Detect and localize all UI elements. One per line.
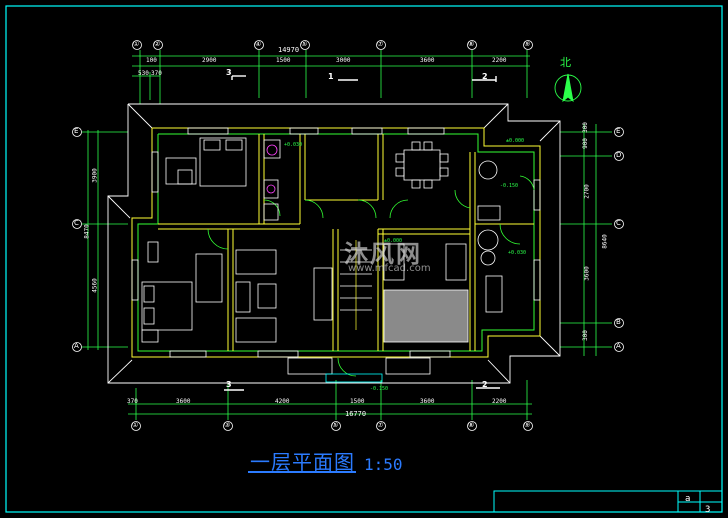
title-underline bbox=[248, 471, 356, 473]
eave-outline bbox=[107, 103, 561, 384]
axis-bottom-3: ⑦ bbox=[377, 421, 384, 429]
bed bbox=[199, 137, 247, 187]
drawing-scale: 1:50 bbox=[364, 455, 403, 474]
top-axis-bubbles bbox=[132, 40, 533, 50]
dim-left-seg-1: 4560 bbox=[91, 278, 99, 293]
watermark-url: www.mfcad.com bbox=[348, 263, 431, 274]
axis-right-4: A bbox=[616, 342, 621, 350]
axis-bottom-1: ③ bbox=[224, 421, 231, 429]
dim-top-seg-5: 2200 bbox=[492, 57, 507, 64]
axis-left-0: E bbox=[74, 127, 79, 135]
left-axis-bubbles bbox=[72, 127, 82, 352]
dim-bottom-seg-3: 1500 bbox=[350, 398, 365, 405]
axis-right-3: B bbox=[616, 318, 621, 326]
title-block-letter: a bbox=[685, 494, 691, 504]
left-dimension-chain bbox=[82, 130, 128, 350]
dim-top-small-0: 530 bbox=[138, 70, 149, 77]
axis-bottom-2: ⑤ bbox=[332, 421, 339, 429]
section-mark-3: 3 bbox=[226, 380, 232, 389]
north-label: 北 bbox=[560, 56, 571, 69]
section-mark-2: 2 bbox=[482, 72, 488, 81]
drawing-title: 一层平面图 bbox=[250, 450, 355, 474]
door-swings bbox=[207, 175, 535, 377]
interior-walls bbox=[158, 134, 534, 351]
level-2: ±0.000 bbox=[384, 238, 403, 244]
level-0: +0.030 bbox=[284, 142, 303, 148]
dining-table bbox=[403, 149, 441, 181]
dim-bottom-seg-2: 4200 bbox=[275, 398, 290, 405]
section-mark-4: 2 bbox=[482, 380, 488, 389]
dim-right-seg-1: 900 bbox=[581, 138, 589, 149]
dim-top-seg-2: 1500 bbox=[276, 57, 291, 64]
dim-right-total: 8640 bbox=[601, 234, 609, 249]
axis-left-2: A bbox=[74, 342, 79, 350]
axis-top-6: ⑨ bbox=[524, 40, 531, 48]
level-4: +0.030 bbox=[508, 250, 527, 256]
dim-top-small-1: 370 bbox=[151, 70, 162, 77]
axis-top-1: ② bbox=[154, 40, 161, 48]
dim-left-seg-0: 3900 bbox=[91, 168, 99, 183]
dim-bottom-seg-1: 3600 bbox=[176, 398, 191, 405]
section-mark-1: 1 bbox=[328, 72, 334, 81]
dim-top-total: 14970 bbox=[278, 46, 300, 54]
dim-top-seg-3: 3000 bbox=[336, 57, 351, 64]
stair bbox=[340, 240, 372, 330]
title-block-number: 3 bbox=[705, 505, 711, 515]
right-dimension-chain bbox=[560, 124, 612, 356]
dim-top-seg-1: 2900 bbox=[202, 57, 217, 64]
dim-right-seg-2: 2700 bbox=[583, 184, 591, 199]
dim-bottom-seg-5: 2200 bbox=[492, 398, 507, 405]
drawing-border bbox=[5, 5, 723, 513]
axis-top-4: ⑦ bbox=[377, 40, 384, 48]
dim-bottom-seg-4: 3600 bbox=[420, 398, 435, 405]
axis-right-2: C bbox=[616, 219, 621, 227]
axis-top-2: ④ bbox=[255, 40, 262, 48]
axis-bottom-0: ① bbox=[132, 421, 139, 429]
dim-top-seg-4: 3600 bbox=[420, 57, 435, 64]
level-5: ±0.000 bbox=[506, 138, 525, 144]
axis-top-0: ① bbox=[133, 40, 140, 48]
dim-right-seg-4: 300 bbox=[581, 330, 589, 341]
dim-right-seg-3: 3600 bbox=[583, 266, 591, 281]
entry-steps bbox=[287, 357, 431, 383]
section-mark-0: 3 bbox=[226, 68, 232, 77]
axis-bottom-5: ⑨ bbox=[524, 421, 531, 429]
dim-left-total: 8470 bbox=[83, 224, 91, 239]
watermark-text: 沐风网 bbox=[344, 240, 422, 268]
dim-right-seg-0: 300 bbox=[581, 122, 589, 133]
axis-right-1: D bbox=[616, 151, 622, 159]
top-dimension-chain bbox=[132, 50, 530, 104]
dim-top-seg-0: 100 bbox=[146, 57, 157, 64]
level-3: -0.150 bbox=[370, 386, 389, 392]
title-block bbox=[493, 490, 723, 513]
windows bbox=[131, 127, 541, 358]
bottom-axis-bubbles bbox=[131, 421, 533, 431]
section-marks bbox=[224, 75, 500, 391]
axis-right-0: E bbox=[616, 127, 621, 135]
dim-bottom-total: 16770 bbox=[345, 410, 367, 418]
axis-left-1: C bbox=[74, 219, 79, 227]
axis-bottom-4: ⑧ bbox=[468, 421, 475, 429]
axis-top-3: ⑤ bbox=[301, 40, 308, 48]
gray-room-fill bbox=[383, 289, 469, 343]
right-axis-bubbles bbox=[614, 127, 624, 352]
axis-top-5: ⑧ bbox=[468, 40, 475, 48]
furniture bbox=[141, 137, 503, 343]
north-arrow-icon bbox=[554, 73, 582, 103]
level-1: -0.150 bbox=[500, 183, 519, 189]
dim-bottom-seg-0: 370 bbox=[127, 398, 138, 405]
bed-left bbox=[141, 281, 193, 331]
bottom-dimension-chain bbox=[128, 380, 532, 420]
exterior-walls bbox=[131, 127, 541, 358]
